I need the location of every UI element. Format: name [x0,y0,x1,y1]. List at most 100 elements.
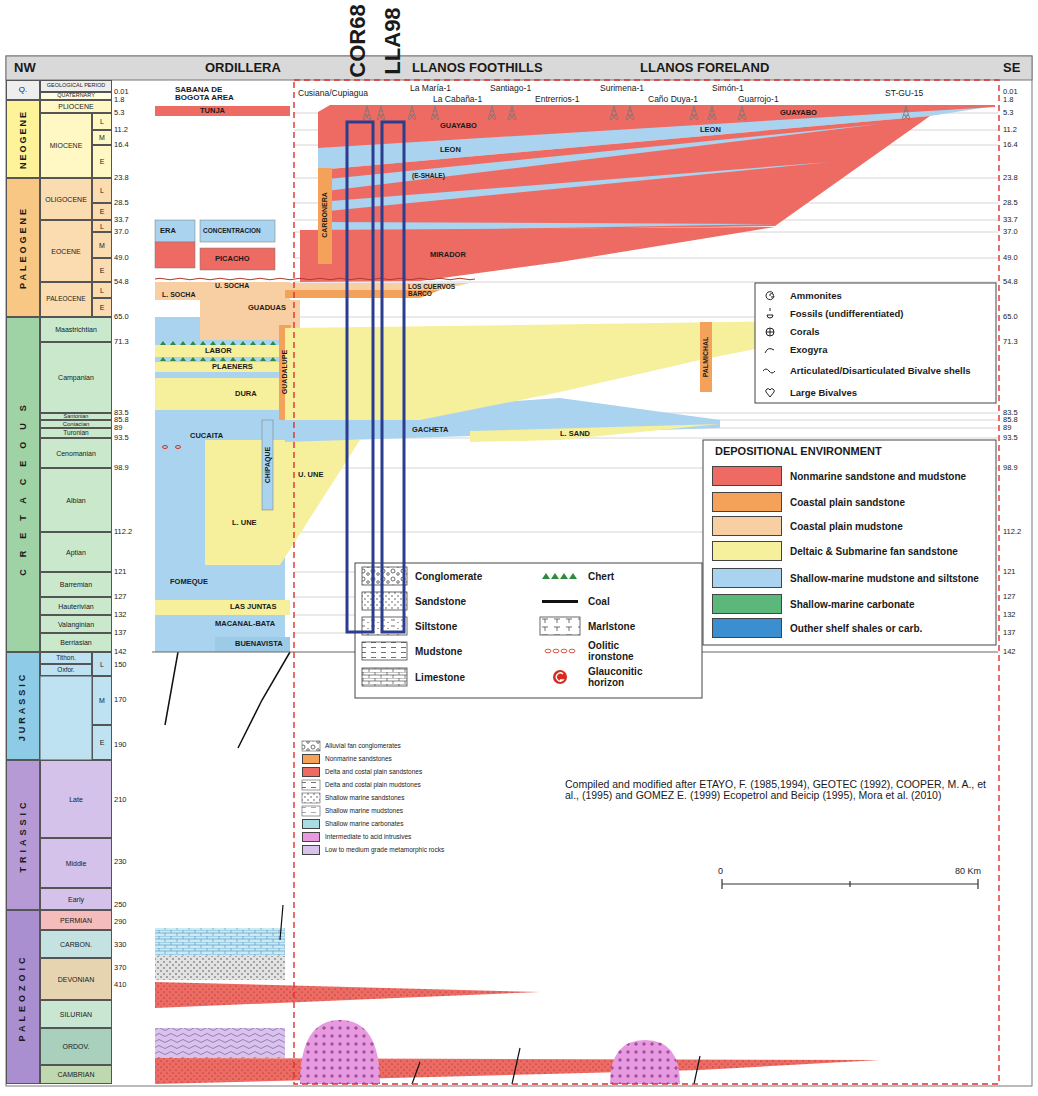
paleozoic-section [300,1020,380,1084]
scale-label: 0 [718,867,723,876]
age-ma: 49.0 [114,254,129,262]
environment-legend-item: Deltaic & Submarine fan sandstone [790,546,995,557]
age-ma: 330 [114,941,127,949]
cell-text: CAMBRIAN [58,1071,95,1078]
age-ma: 250 [114,901,127,909]
formation-name: LABOR [205,347,232,355]
foothills-foreland-section [318,116,930,232]
study-area-outline [294,80,999,1084]
formation-name: MIRADOR [430,251,466,259]
age-ma: 132 [114,611,127,619]
paleozoic-section [155,956,285,980]
fossil-legend-item: Articulated/Disarticulated Bivalve shell… [790,366,990,376]
formation-name: LOS CUERVOS [408,283,455,290]
study-area-outline [294,80,999,1084]
well-derricks [408,106,416,120]
foothills-foreland-section [285,283,470,290]
lithology-swatches [553,649,559,653]
cell-text: PALEOCENE [46,296,85,303]
period-cell: CAMBRIAN [40,1065,112,1084]
paleozoic-section [610,1040,680,1084]
cell-text: Oxfor. [57,667,74,674]
well-derricks [363,106,371,120]
cell-text: CRETACEOUS [19,393,28,575]
legend-swatch [712,594,782,614]
formation-name: GACHETA [412,426,449,434]
well-name: Guarrojo-1 [738,95,779,104]
formation-name: L. UNE [232,519,257,527]
age-ma: 54.8 [1003,278,1018,286]
frame [6,56,1032,1086]
age-ma: 71.3 [1003,338,1018,346]
well-derricks [902,106,910,120]
well-derricks [610,106,618,120]
environment-legend-item: Coastal plain sandstone [790,497,995,508]
cell-text: L [100,223,104,230]
stage-cell: Albian [40,468,112,532]
rock-legend-item: Shallow marine carbonates [325,820,525,827]
age-ma: 33.7 [1003,216,1018,224]
lithology-swatches [542,600,578,603]
age-ma: 37.0 [114,228,129,236]
cell-text: E [100,304,105,311]
region-header: LLANOS FOOTHILLS [412,61,543,75]
era-cell: JURASSIC [6,652,40,760]
age-ma: 23.8 [114,174,129,182]
legend-swatch [712,466,782,486]
epoch-cell: QUATERNARY [40,92,112,100]
age-ma: 98.9 [1003,464,1018,472]
cordillera-section [155,282,290,300]
age-ma: 121 [114,568,127,576]
paleozoic-section [155,928,285,956]
lower-legend-swatches [302,741,320,751]
formation-name: L. SOCHA [162,291,195,298]
cell-text: PALEOZOIC [19,953,28,1041]
lithology-swatches [545,649,551,653]
stage-cell: Campanian [40,342,112,413]
cordillera-section [200,220,275,242]
cell-text: Campanian [58,374,94,381]
cell-text: M [99,697,105,704]
environment-legend-item: Coastal plain mudstone [790,521,995,532]
age-ma: 65.0 [114,313,129,321]
scale-label: 80 Km [955,867,981,876]
legend-boxes [703,440,996,645]
age-ma: 37.0 [1003,228,1018,236]
age-ma: 0.01 [1003,88,1018,96]
formation-name: CHIPAQUE [264,447,271,483]
stage-cell: Aptian [40,532,112,572]
fossil-legend-item: Corals [790,327,990,337]
subepoch-cell: L [92,113,112,130]
cell-text: Maastrichtian [55,326,97,333]
legend-boxes [755,283,996,403]
cordillera-section [155,242,195,268]
cell-text: Berriasian [60,639,92,646]
period-cell: PERMIAN [40,910,112,930]
lithology-legend-item: Chert [588,571,698,582]
cell-text: L [100,661,104,668]
age-ma: 54.8 [114,278,129,286]
fossil-legend-item: Fossils (undifferentiated) [790,309,990,319]
well-derricks [708,106,716,120]
environment-legend-item: Shallow-marine mudstone and siltstone [790,573,995,584]
cell-text: Barremian [60,581,92,588]
cell-text: Hauterivian [58,603,93,610]
cell-text: MIOCENE [50,142,83,149]
lithology-swatches [362,668,407,686]
area-name: SABANA DE BOGOTA AREA [175,86,255,103]
rock-legend-item: Nonmarine sandstones [325,755,525,762]
lithology-swatches [540,617,580,635]
legend-swatch [712,492,782,512]
lithology-swatches [553,670,567,684]
age-ma: 142 [1003,648,1016,656]
cell-text: GEOLOGICAL PERIOD [47,83,105,89]
cell-text: L [100,287,104,294]
subepoch-cell: E [92,145,112,178]
cordillera-section [205,440,360,565]
well-name: Simón-1 [712,84,744,93]
age-ma: 290 [114,918,127,926]
age-ma: 28.5 [114,199,129,207]
formation-name: CONCENTRACION [203,228,261,235]
region-header: ORDILLERA [205,61,281,75]
age-ma: 93.5 [1003,434,1018,442]
